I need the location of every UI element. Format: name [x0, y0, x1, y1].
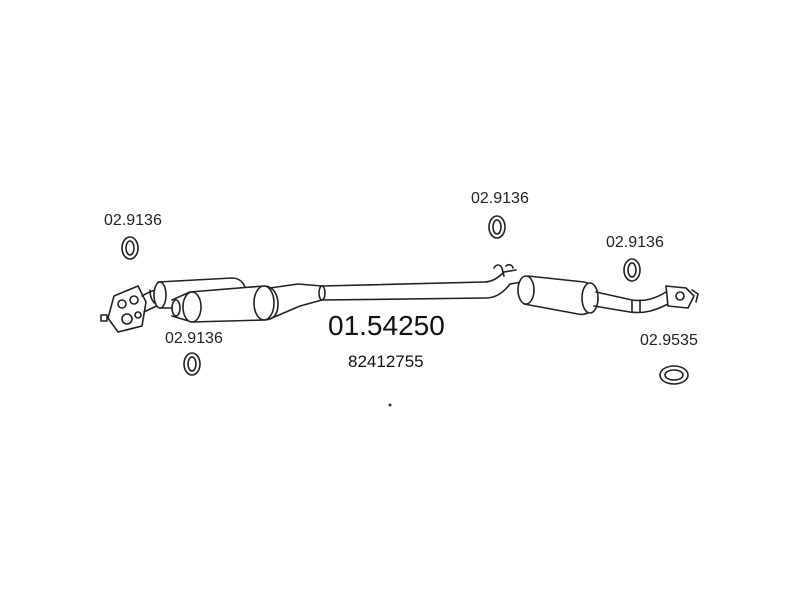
gasket-ring-bottom-right: [659, 365, 689, 385]
right-resonator: [517, 275, 599, 316]
oem-part-number: 82412755: [348, 352, 424, 371]
label-gasket-top-right: 02.9136: [606, 234, 664, 251]
right-outlet-pipe: [593, 289, 679, 314]
center-pipe: [321, 269, 523, 301]
right-flange: [665, 285, 699, 309]
label-gasket-bottom-left: 02.9136: [165, 330, 223, 347]
left-flange: [100, 285, 147, 333]
label-gasket-top-center: 02.9136: [471, 190, 529, 207]
label-gasket-top-left: 02.9136: [104, 212, 162, 229]
left-muffler: [171, 285, 279, 323]
stray-dot: [388, 403, 392, 407]
gasket-ring-bottom-left: [183, 352, 201, 376]
gasket-ring-top-center: [488, 215, 506, 239]
main-part-number: 01.54250: [328, 310, 445, 341]
label-gasket-bottom-right: 02.9535: [640, 332, 698, 349]
gasket-ring-top-left: [121, 236, 139, 260]
hanger: [493, 263, 514, 277]
gasket-ring-top-right: [623, 258, 641, 282]
